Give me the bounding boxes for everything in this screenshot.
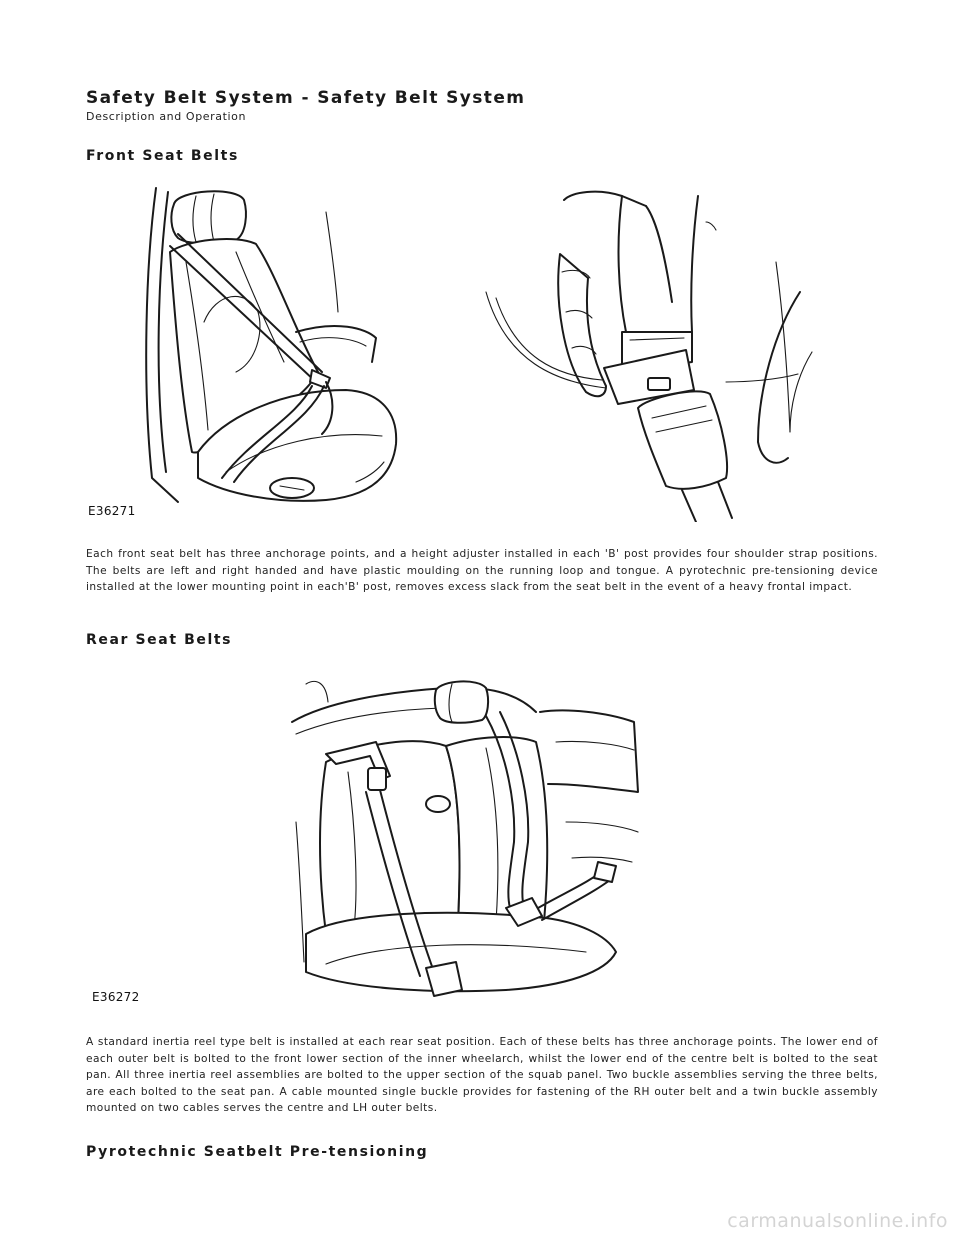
front-seat-belts-figure: E36271 [86, 182, 826, 522]
section-heading-front-seat-belts: Front Seat Belts [86, 148, 239, 164]
rear-seat-belts-paragraph: A standard inertia reel type belt is ins… [86, 1036, 878, 1115]
section-heading-rear-seat-belts: Rear Seat Belts [86, 632, 233, 648]
rear-seat-belts-illustration [291, 680, 639, 997]
front-seat-belts-illustration [145, 187, 813, 522]
figure-id-label: E36271 [88, 504, 136, 518]
section-heading-pyrotechnic-seatbelt-pre-tensioning: Pyrotechnic Seatbelt Pre-tensioning [86, 1144, 429, 1160]
site-watermark: carmanualsonline.info [727, 1210, 948, 1232]
document-title: Safety Belt System - Safety Belt System [86, 88, 526, 108]
front-seat-belts-paragraph: Each front seat belt has three anchorage… [86, 548, 878, 594]
figure-id-label: E36272 [92, 990, 140, 1004]
rear-seat-belts-figure: E36272 [86, 672, 646, 1012]
document-subtitle: Description and Operation [86, 110, 247, 123]
